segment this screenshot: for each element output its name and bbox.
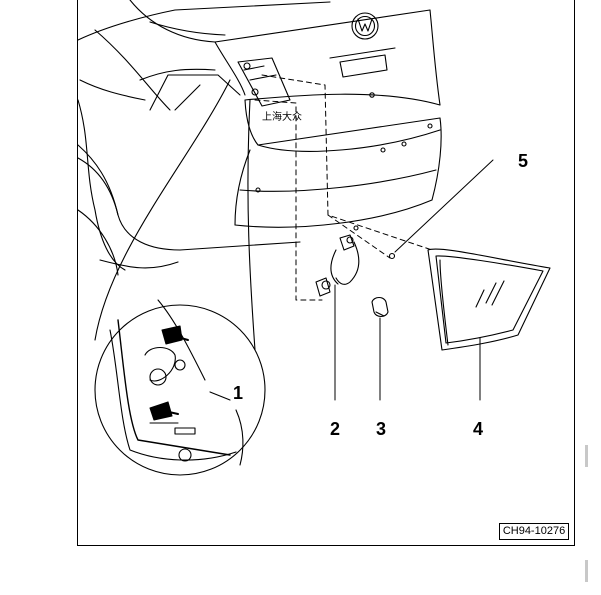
page-edge-mark [585, 560, 588, 582]
page-edge-mark [585, 445, 588, 467]
retaining-screw [388, 159, 494, 260]
callout-label-3: 3 [376, 419, 387, 439]
bulb [371, 296, 389, 401]
plate-text: 上海大众 [262, 110, 302, 123]
car-rear-body [77, 0, 442, 276]
callout-label-2: 2 [330, 419, 341, 439]
callout-label-5: 5 [518, 151, 529, 171]
detail-callout-circle [94, 79, 266, 476]
assembly-guide-lines [254, 74, 433, 301]
callout-label-1: 1 [233, 383, 244, 403]
wiring-harness [315, 234, 360, 401]
figure-code: CH94-10276 [499, 523, 569, 540]
taillight-assembly [427, 248, 551, 401]
callout-label-4: 4 [473, 419, 484, 439]
